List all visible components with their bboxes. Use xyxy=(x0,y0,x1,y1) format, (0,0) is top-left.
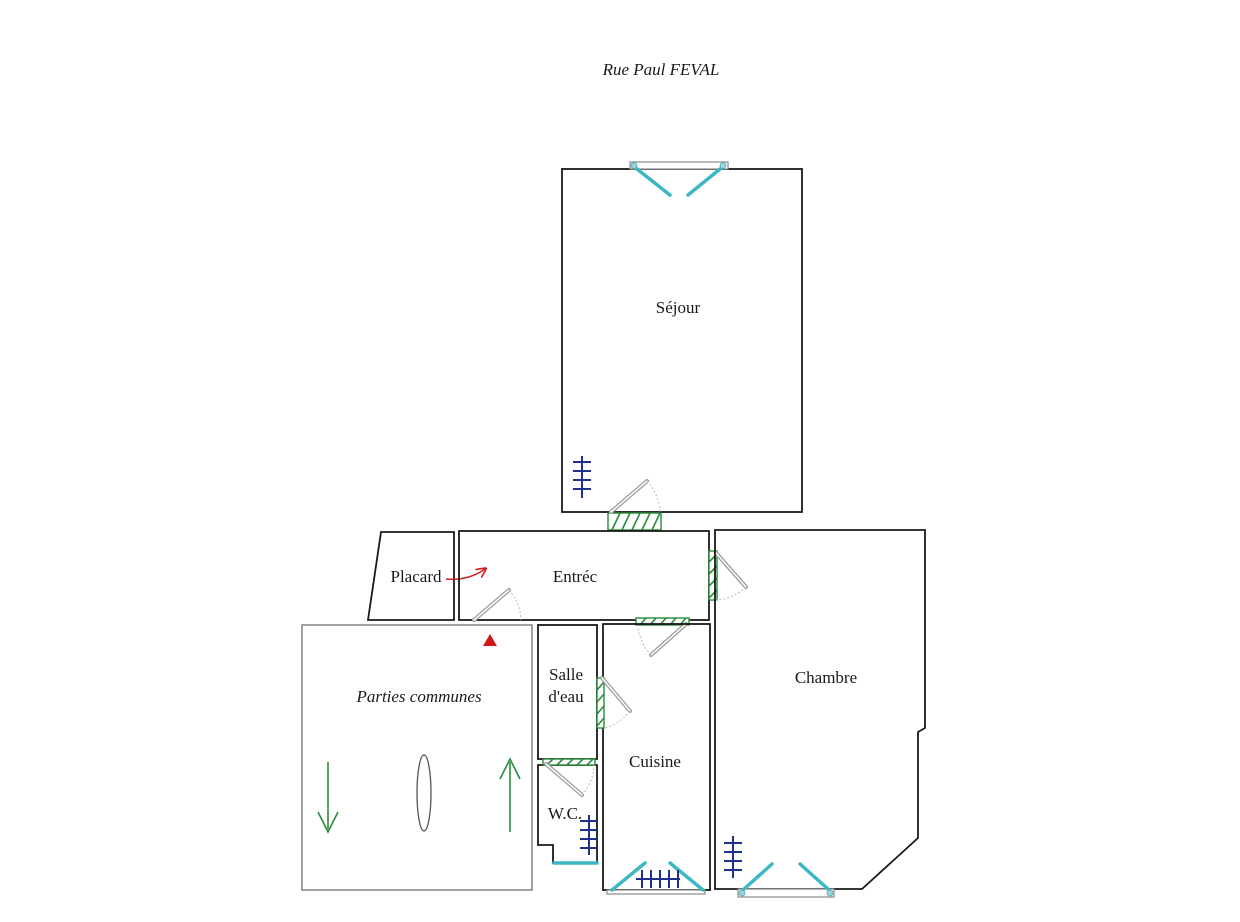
window-icon xyxy=(629,161,729,197)
door-icon xyxy=(607,479,662,531)
room-label-chambre: Chambre xyxy=(795,668,857,687)
room-label-cuisine: Cuisine xyxy=(629,752,681,771)
door-icon xyxy=(635,617,690,657)
room-label-parties-communes: Parties communes xyxy=(355,687,482,706)
room-label-sejour: Séjour xyxy=(656,298,701,317)
radiator-icon xyxy=(573,456,591,498)
room-label-salle-line1: Salle xyxy=(549,665,583,684)
window-icon xyxy=(606,861,706,895)
room-sejour: Séjour xyxy=(561,168,803,513)
radiator-icon xyxy=(636,870,680,888)
street-title: Rue Paul FEVAL xyxy=(602,60,720,79)
room-placard: Placard xyxy=(366,531,455,621)
window-icon xyxy=(737,862,835,898)
door-icon xyxy=(472,588,522,622)
up-arrow-icon xyxy=(499,757,521,832)
room-chambre: Chambre xyxy=(714,529,926,890)
entrance-marker-icon xyxy=(483,634,497,646)
room-label-placard: Placard xyxy=(391,567,442,586)
room-label-salle-line2: d'eau xyxy=(548,687,584,706)
area-parties-communes: Parties communes xyxy=(301,624,533,891)
stairwell-icon xyxy=(416,754,432,832)
red-arrow-icon xyxy=(445,569,485,581)
room-label-entree: Entréc xyxy=(553,567,598,586)
radiator-icon xyxy=(580,815,598,855)
room-cuisine: Cuisine xyxy=(602,623,711,891)
room-entree: Entréc xyxy=(458,530,710,621)
down-arrow-icon xyxy=(317,762,339,834)
door-icon xyxy=(596,676,632,729)
door-icon xyxy=(542,758,596,797)
room-salle-deau: Salle d'eau xyxy=(537,624,598,760)
radiator-icon xyxy=(724,836,742,878)
room-label-wc: W.C. xyxy=(548,804,582,823)
